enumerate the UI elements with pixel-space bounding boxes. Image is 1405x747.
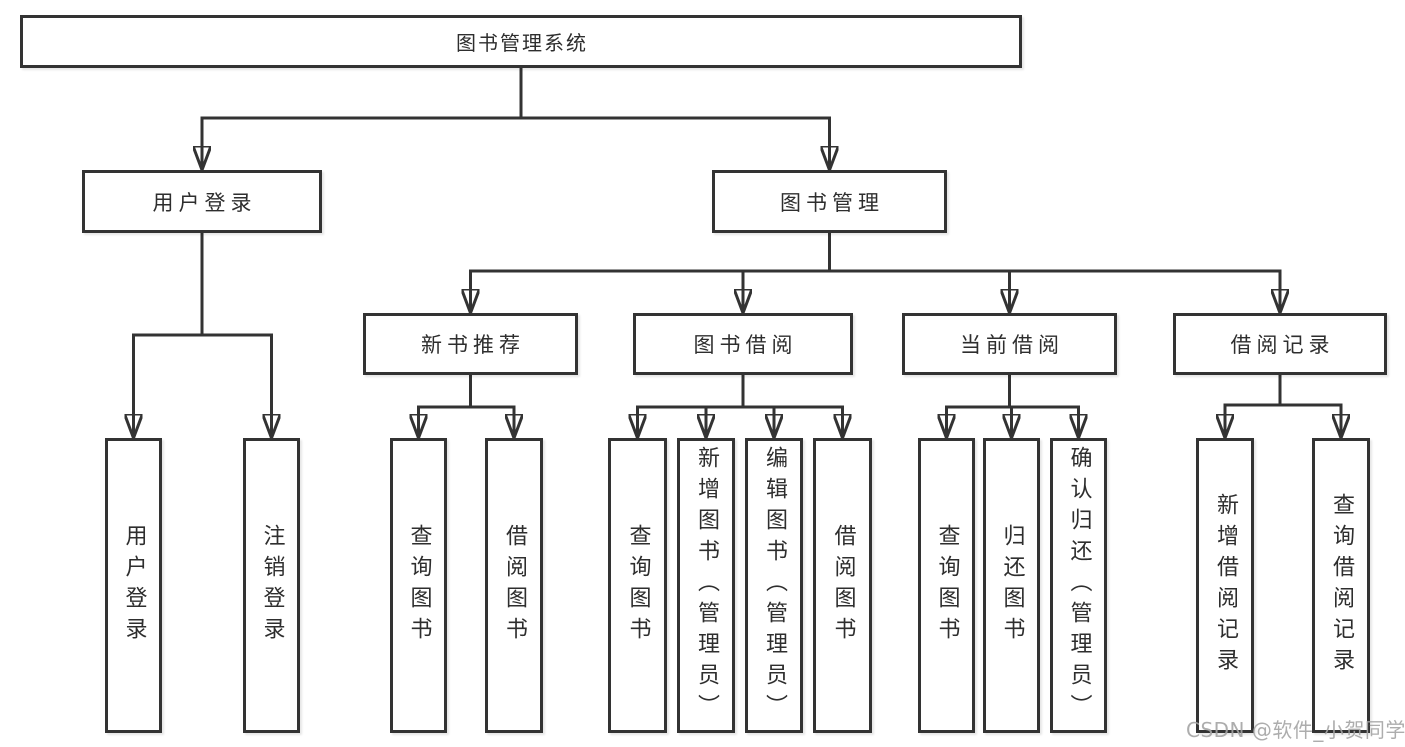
node-new-books: 新书推荐 xyxy=(363,313,578,375)
node-user-login-label: 用户登录 xyxy=(152,190,257,215)
leaf-records-add: 新增借阅记录 xyxy=(1196,438,1254,733)
leaf-records-query-label: 查询借阅记录 xyxy=(1329,492,1354,679)
leaf-borrow-query-label: 查询图书 xyxy=(625,523,651,648)
leaf-current-confirm-admin-label: 确认归还（管理员） xyxy=(1066,446,1092,725)
leaf-borrow-book: 借阅图书 xyxy=(813,438,872,733)
node-book-borrow-label: 图书借阅 xyxy=(693,333,798,357)
node-current-borrow-label: 当前借阅 xyxy=(960,333,1064,357)
leaf-current-query: 查询图书 xyxy=(918,438,975,733)
leaf-current-return: 归还图书 xyxy=(983,438,1040,733)
leaf-logout-label: 注销登录 xyxy=(259,523,285,648)
leaf-borrow-query: 查询图书 xyxy=(608,438,667,733)
leaf-current-return-label: 归还图书 xyxy=(999,523,1025,648)
leaf-borrow-edit-admin: 编辑图书（管理员） xyxy=(745,438,803,733)
node-user-login: 用户登录 xyxy=(82,170,322,233)
leaf-borrow-add-admin: 新增图书（管理员） xyxy=(677,438,735,733)
node-current-borrow: 当前借阅 xyxy=(902,313,1117,375)
node-borrow-records-label: 借阅记录 xyxy=(1230,333,1335,357)
watermark: CSDN @软件_小贺同学 xyxy=(1186,718,1405,742)
node-new-books-label: 新书推荐 xyxy=(421,333,525,357)
leaf-borrow-edit-admin-label: 编辑图书（管理员） xyxy=(762,446,787,725)
leaf-newbooks-borrow-label: 借阅图书 xyxy=(502,523,527,648)
leaf-borrow-add-admin-label: 新增图书（管理员） xyxy=(694,446,719,725)
leaf-newbooks-query: 查询图书 xyxy=(390,438,447,733)
node-root: 图书管理系统 xyxy=(20,15,1022,68)
leaf-newbooks-borrow: 借阅图书 xyxy=(485,438,543,733)
node-book-management-label: 图书管理 xyxy=(780,190,884,215)
leaf-user-login: 用户登录 xyxy=(105,438,162,733)
node-book-borrow: 图书借阅 xyxy=(633,313,853,375)
leaf-user-login-label: 用户登录 xyxy=(121,523,147,648)
leaf-records-add-label: 新增借阅记录 xyxy=(1213,492,1238,679)
node-borrow-records: 借阅记录 xyxy=(1173,313,1387,375)
leaf-logout: 注销登录 xyxy=(243,438,300,733)
leaf-records-query: 查询借阅记录 xyxy=(1312,438,1370,733)
leaf-borrow-book-label: 借阅图书 xyxy=(830,523,856,648)
node-root-label: 图书管理系统 xyxy=(456,31,588,55)
node-book-management: 图书管理 xyxy=(712,170,947,233)
leaf-current-confirm-admin: 确认归还（管理员） xyxy=(1050,438,1107,733)
leaf-current-query-label: 查询图书 xyxy=(934,523,960,648)
leaf-newbooks-query-label: 查询图书 xyxy=(406,523,432,648)
